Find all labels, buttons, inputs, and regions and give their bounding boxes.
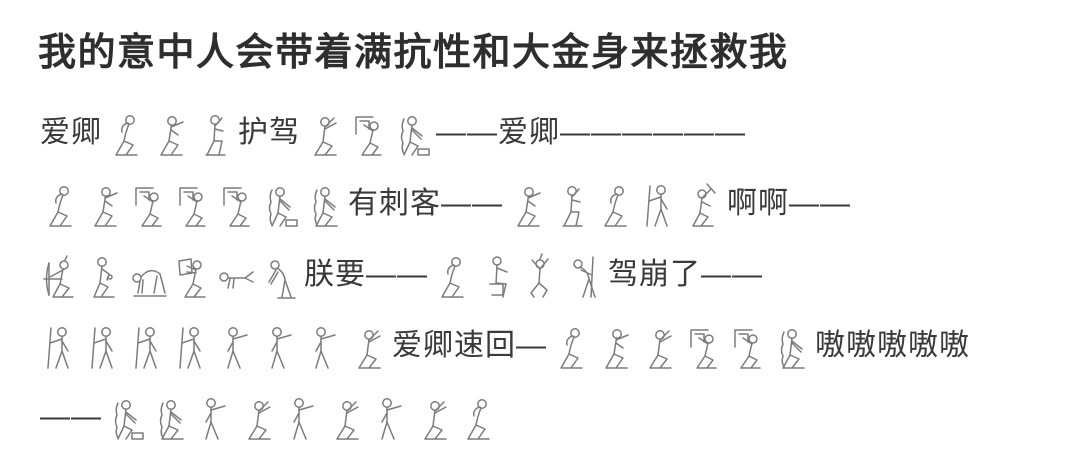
meme-post: 我的意中人会带着满抗性和大金身来拯救我 爱卿 护驾 ——爱卿—————— 有刺客—— 啊… bbox=[38, 32, 1064, 443]
story-line: 爱卿 护驾 ——爱卿—————— bbox=[38, 88, 1064, 159]
hieroglyph-kneeling-man-with-stela-icon bbox=[128, 182, 168, 230]
hieroglyph-man-pointing-forward-icon bbox=[194, 395, 234, 443]
hieroglyph-man-pointing-forward-icon bbox=[282, 395, 322, 443]
hieroglyph-man-hand-to-mouth-icon bbox=[458, 395, 498, 443]
hieroglyph-man-with-staff-icon bbox=[172, 324, 212, 372]
hieroglyph-kneeling-man-with-stela-icon bbox=[348, 111, 388, 159]
story-line: 朕要—— 驾崩了—— bbox=[38, 230, 1064, 301]
hieroglyph-dancing-man-icon bbox=[520, 253, 560, 301]
hieroglyph-kneeling-man-pointing-icon bbox=[595, 324, 635, 372]
hieroglyph-kneeling-mourner-with-box-icon bbox=[260, 182, 300, 230]
hieroglyph-man-pointing-forward-icon bbox=[304, 324, 344, 372]
hieroglyph-kneeling-man-pointing-icon bbox=[507, 182, 547, 230]
hieroglyph-kneeling-man-pointing-icon bbox=[84, 182, 124, 230]
hieroglyph-man-pointing-forward-icon bbox=[370, 395, 410, 443]
hieroglyph-prostrate-man-icon bbox=[128, 253, 168, 301]
hieroglyph-kneeling-man-with-stela-icon bbox=[727, 324, 767, 372]
hieroglyph-man-pointing-forward-icon bbox=[216, 324, 256, 372]
hieroglyph-kneeling-mourner-icon bbox=[771, 324, 811, 372]
story-line: 爱卿速回— 嗷嗷嗷嗷嗷 bbox=[38, 301, 1064, 372]
page-title: 我的意中人会带着满抗性和大金身来拯救我 bbox=[38, 32, 789, 74]
hieroglyph-kneeling-man-pointing-icon bbox=[150, 111, 190, 159]
hieroglyph-man-bending-forward-icon bbox=[260, 253, 300, 301]
story-line: 有刺客—— 啊啊—— bbox=[38, 159, 1064, 230]
hieroglyph-seated-man-arm-raised-icon bbox=[194, 111, 234, 159]
hieroglyph-kneeling-man-praising-icon bbox=[639, 324, 679, 372]
hieroglyph-kneeling-mourner-icon bbox=[304, 182, 344, 230]
story-text: ——爱卿—————— bbox=[436, 115, 746, 149]
story-text: 爱卿速回— bbox=[392, 328, 547, 362]
story-text: —— bbox=[40, 399, 102, 433]
hieroglyph-kneeling-mourner-with-box-icon bbox=[106, 395, 146, 443]
hieroglyph-seated-man-on-chair-icon bbox=[476, 253, 516, 301]
story-text: 护驾 bbox=[238, 115, 300, 149]
hieroglyph-kneeling-man-reading-icon bbox=[172, 253, 212, 301]
hieroglyph-man-hand-to-mouth-icon bbox=[551, 324, 591, 372]
story-lines: 爱卿 护驾 ——爱卿—————— 有刺客—— 啊啊—— 朕要—— 驾崩了—— 爱卿速回— 嗷嗷嗷… bbox=[38, 88, 1064, 443]
hieroglyph-kneeling-man-with-stela-icon bbox=[683, 324, 723, 372]
hieroglyph-man-with-staff-icon bbox=[639, 182, 679, 230]
hieroglyph-kneeling-mourner-icon bbox=[150, 395, 190, 443]
hieroglyph-man-with-staff-icon bbox=[40, 324, 80, 372]
hieroglyph-falling-man-icon bbox=[216, 253, 256, 301]
hieroglyph-seated-man-arm-raised-icon bbox=[551, 182, 591, 230]
hieroglyph-man-hand-to-mouth-icon bbox=[595, 182, 635, 230]
hieroglyph-man-with-weapon-raised-icon bbox=[683, 182, 723, 230]
hieroglyph-man-hand-to-mouth-icon bbox=[106, 111, 146, 159]
hieroglyph-man-hand-to-mouth-icon bbox=[432, 253, 472, 301]
story-line: —— bbox=[38, 372, 1064, 443]
story-text: 嗷嗷嗷嗷嗷 bbox=[815, 328, 970, 362]
hieroglyph-man-hand-to-mouth-icon bbox=[40, 182, 80, 230]
hieroglyph-kneeling-man-praising-icon bbox=[348, 324, 388, 372]
hieroglyph-kneeling-man-with-stela-icon bbox=[216, 182, 256, 230]
hieroglyph-kneeling-mourner-with-box-icon bbox=[392, 111, 432, 159]
hieroglyph-man-pointing-forward-icon bbox=[260, 324, 300, 372]
hieroglyph-kneeling-man-with-stela-icon bbox=[172, 182, 212, 230]
hieroglyph-kneeling-man-praising-icon bbox=[414, 395, 454, 443]
hieroglyph-kneeling-man-praising-icon bbox=[326, 395, 366, 443]
hieroglyph-old-man-leaning-on-staff-icon bbox=[564, 253, 604, 301]
story-text: 有刺客—— bbox=[348, 186, 503, 220]
hieroglyph-kneeling-man-praising-icon bbox=[304, 111, 344, 159]
hieroglyph-kneeling-man-praising-icon bbox=[238, 395, 278, 443]
hieroglyph-archer-with-bow-icon bbox=[40, 253, 80, 301]
hieroglyph-bound-captive-icon bbox=[84, 253, 124, 301]
story-text: 爱卿 bbox=[40, 115, 102, 149]
story-text: 朕要—— bbox=[304, 257, 428, 291]
story-text: 啊啊—— bbox=[727, 186, 851, 220]
hieroglyph-man-with-staff-icon bbox=[84, 324, 124, 372]
story-text: 驾崩了—— bbox=[608, 257, 763, 291]
hieroglyph-man-with-staff-icon bbox=[128, 324, 168, 372]
